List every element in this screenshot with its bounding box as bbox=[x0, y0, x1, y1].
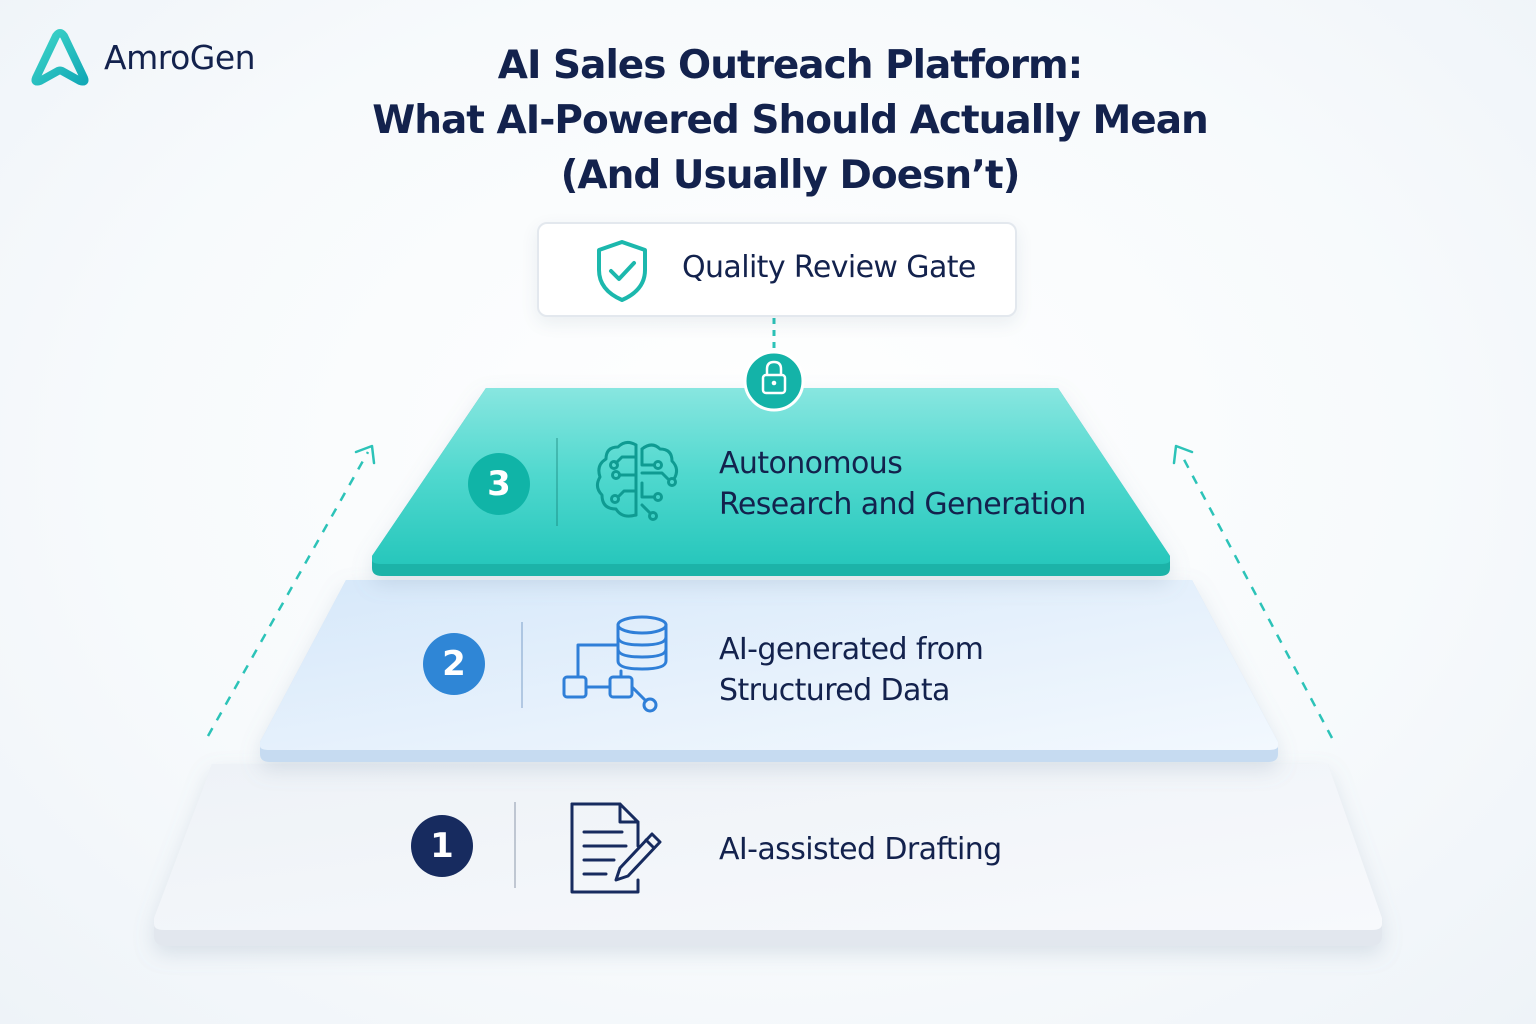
level-1-layer bbox=[154, 764, 1382, 946]
quality-review-gate: Quality Review Gate bbox=[537, 222, 1017, 317]
right-arrow bbox=[1172, 444, 1334, 739]
shield-check-icon bbox=[597, 240, 647, 302]
level-3-badge: 3 bbox=[468, 453, 530, 515]
level-2-badge: 2 bbox=[423, 633, 485, 695]
title-line: (And Usually Doesn’t) bbox=[560, 153, 1021, 198]
level-2-label-line: AI-generated from bbox=[719, 632, 984, 667]
stylized-a-logo-icon bbox=[31, 29, 89, 86]
level-3-divider bbox=[556, 438, 558, 526]
level-1-label-line: AI-assisted Drafting bbox=[719, 832, 1002, 867]
level-2-label: AI-generated from Structured Data bbox=[719, 629, 984, 711]
level-1-badge: 1 bbox=[411, 815, 473, 877]
level-1-divider bbox=[514, 802, 516, 888]
level-2-label-line: Structured Data bbox=[719, 673, 950, 708]
title-line: What AI-Powered Should Actually Mean bbox=[372, 98, 1209, 143]
title-line: AI Sales Outreach Platform: bbox=[497, 43, 1083, 88]
level-3-label: Autonomous Research and Generation bbox=[719, 443, 1086, 525]
level-3-label-line: Research and Generation bbox=[719, 487, 1086, 522]
level-1-label: AI-assisted Drafting bbox=[719, 829, 1002, 870]
gate-label: Quality Review Gate bbox=[682, 250, 976, 285]
brand-logo: AmroGen bbox=[28, 28, 256, 86]
brain-circuit-icon bbox=[595, 440, 679, 521]
level-3-layer bbox=[372, 388, 1170, 576]
level-2-divider bbox=[521, 622, 523, 708]
level-2-layer bbox=[260, 580, 1278, 762]
document-pen-icon bbox=[570, 802, 662, 894]
level-3-label-line: Autonomous bbox=[719, 446, 903, 481]
page-title: AI Sales Outreach Platform: What AI-Powe… bbox=[300, 38, 1280, 203]
left-arrow bbox=[206, 444, 376, 737]
brand-name: AmroGen bbox=[104, 37, 256, 77]
database-flow-icon bbox=[562, 615, 668, 713]
lock-icon bbox=[743, 350, 805, 412]
